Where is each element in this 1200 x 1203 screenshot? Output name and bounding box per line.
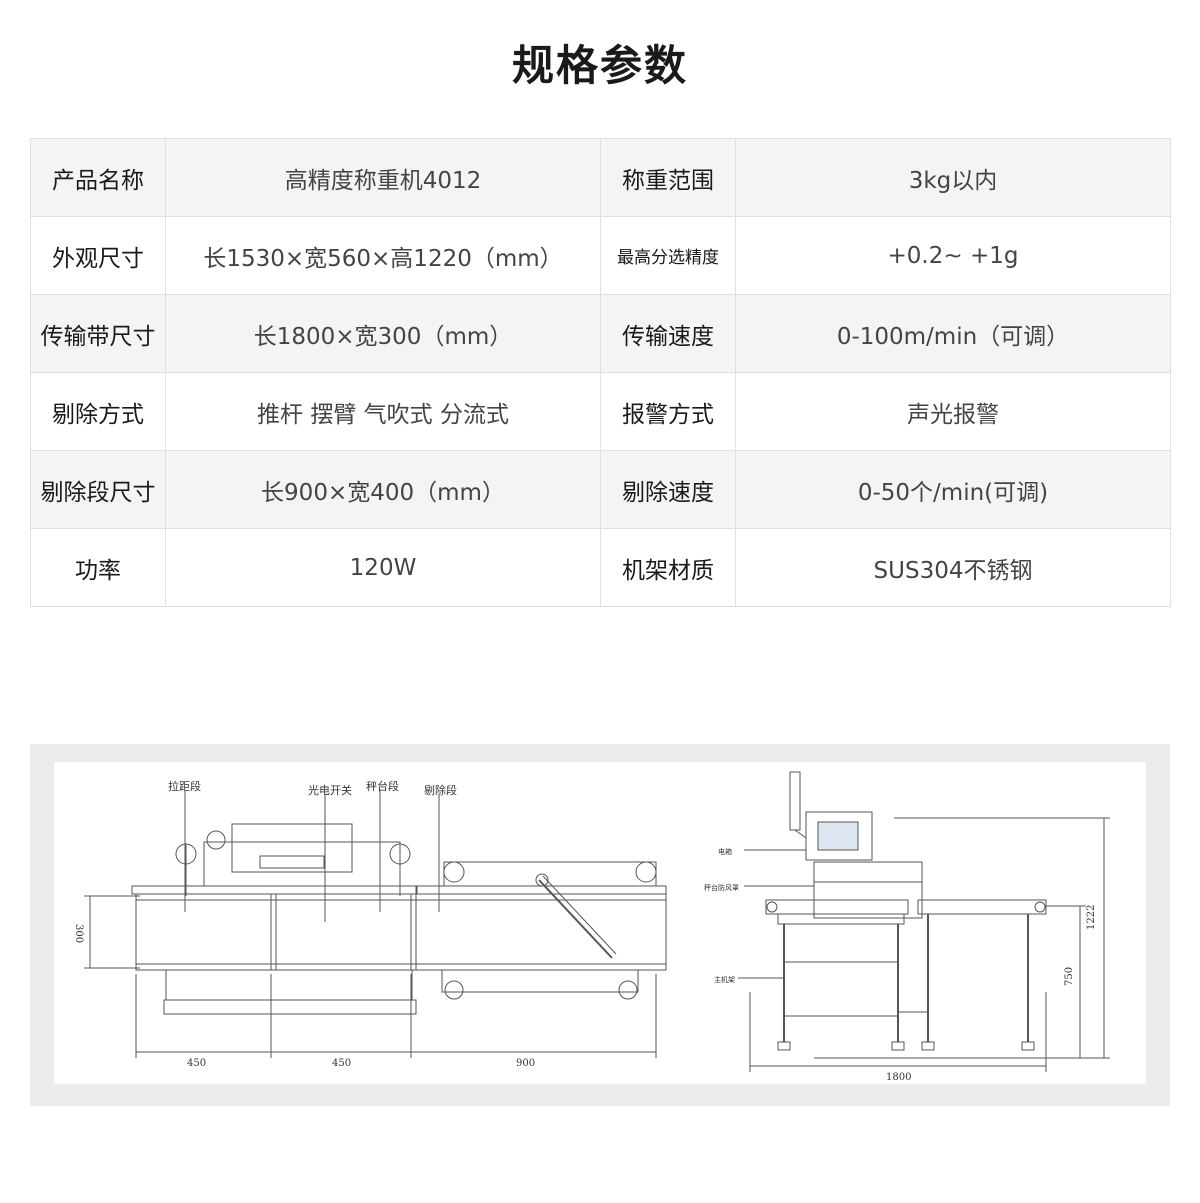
dim-side-length: 1800 — [886, 1072, 911, 1083]
label-photo-switch: 光电开关 — [308, 783, 352, 797]
label-pull-section: 拉距段 — [168, 779, 201, 793]
page-title: 规格参数 — [511, 41, 688, 90]
spec-label: 机架材质 — [600, 528, 736, 607]
spec-label: 称重范围 — [600, 138, 736, 217]
spec-value: +0.2~ +1g — [735, 216, 1171, 295]
spec-value: 0-50个/min(可调) — [735, 450, 1171, 529]
spec-value: 推杆 摆臂 气吹式 分流式 — [165, 372, 601, 451]
label-weigh-section: 秤台段 — [366, 779, 399, 793]
spec-label: 报警方式 — [600, 372, 736, 451]
technical-drawing-panel: 拉距段 光电开关 秤台段 剔除段 300 450 450 900 电箱 秤台防风… — [30, 744, 1170, 1106]
display-cabinet — [805, 811, 873, 861]
dim-seg2: 450 — [332, 1058, 351, 1069]
signal-tower — [789, 771, 801, 831]
spec-label: 外观尺寸 — [30, 216, 166, 295]
dim-width: 300 — [73, 924, 84, 943]
spec-value: 长900×宽400（mm） — [165, 450, 601, 529]
label-reject-section: 剔除段 — [424, 783, 457, 797]
spec-label: 产品名称 — [30, 138, 166, 217]
spec-value: 长1800×宽300（mm） — [165, 294, 601, 373]
technical-drawing: 拉距段 光电开关 秤台段 剔除段 300 450 450 900 电箱 秤台防风… — [54, 762, 1146, 1084]
spec-value: 3kg以内 — [735, 138, 1171, 217]
technical-drawing-svg: 拉距段 光电开关 秤台段 剔除段 300 450 450 900 电箱 秤台防风… — [73, 771, 1110, 1083]
spec-label: 剔除段尺寸 — [30, 450, 166, 529]
table-row: 功率 120W 机架材质 SUS304不锈钢 — [30, 528, 1171, 607]
spec-value: SUS304不锈钢 — [735, 528, 1171, 607]
spec-label: 功率 — [30, 528, 166, 607]
spec-label: 剔除速度 — [600, 450, 736, 529]
dim-seg1: 450 — [187, 1058, 206, 1069]
spec-label: 传输速度 — [600, 294, 736, 373]
table-row: 外观尺寸 长1530×宽560×高1220（mm） 最高分选精度 +0.2~ +… — [30, 216, 1171, 295]
main-frame — [783, 961, 899, 1017]
reject-arm — [538, 879, 613, 959]
spec-value: 高精度称重机4012 — [165, 138, 601, 217]
table-row: 传输带尺寸 长1800×宽300（mm） 传输速度 0-100m/min（可调） — [30, 294, 1171, 373]
dim-seg3: 900 — [516, 1058, 535, 1069]
table-row: 剔除段尺寸 长900×宽400（mm） 剔除速度 0-50个/min(可调) — [30, 450, 1171, 529]
spec-value: 长1530×宽560×高1220（mm） — [165, 216, 601, 295]
dim-total-height: 1222 — [1086, 905, 1097, 930]
spec-value: 0-100m/min（可调） — [735, 294, 1171, 373]
dim-belt-height: 750 — [1064, 967, 1075, 986]
windshield — [813, 861, 923, 919]
spec-value: 声光报警 — [735, 372, 1171, 451]
table-row: 产品名称 高精度称重机4012 称重范围 3kg以内 — [30, 138, 1171, 217]
table-row: 剔除方式 推杆 摆臂 气吹式 分流式 报警方式 声光报警 — [30, 372, 1171, 451]
spec-label: 最高分选精度 — [600, 216, 736, 295]
spec-value: 120W — [165, 528, 601, 607]
label-windshield: 秤台防风罩 — [704, 883, 739, 892]
spec-label: 传输带尺寸 — [30, 294, 166, 373]
label-frame: 主机架 — [714, 975, 735, 984]
spec-label: 剔除方式 — [30, 372, 166, 451]
motor-housing — [231, 823, 353, 873]
spec-table: 产品名称 高精度称重机4012 称重范围 3kg以内 外观尺寸 长1530×宽5… — [30, 138, 1171, 607]
label-cabinet: 电箱 — [718, 847, 732, 856]
